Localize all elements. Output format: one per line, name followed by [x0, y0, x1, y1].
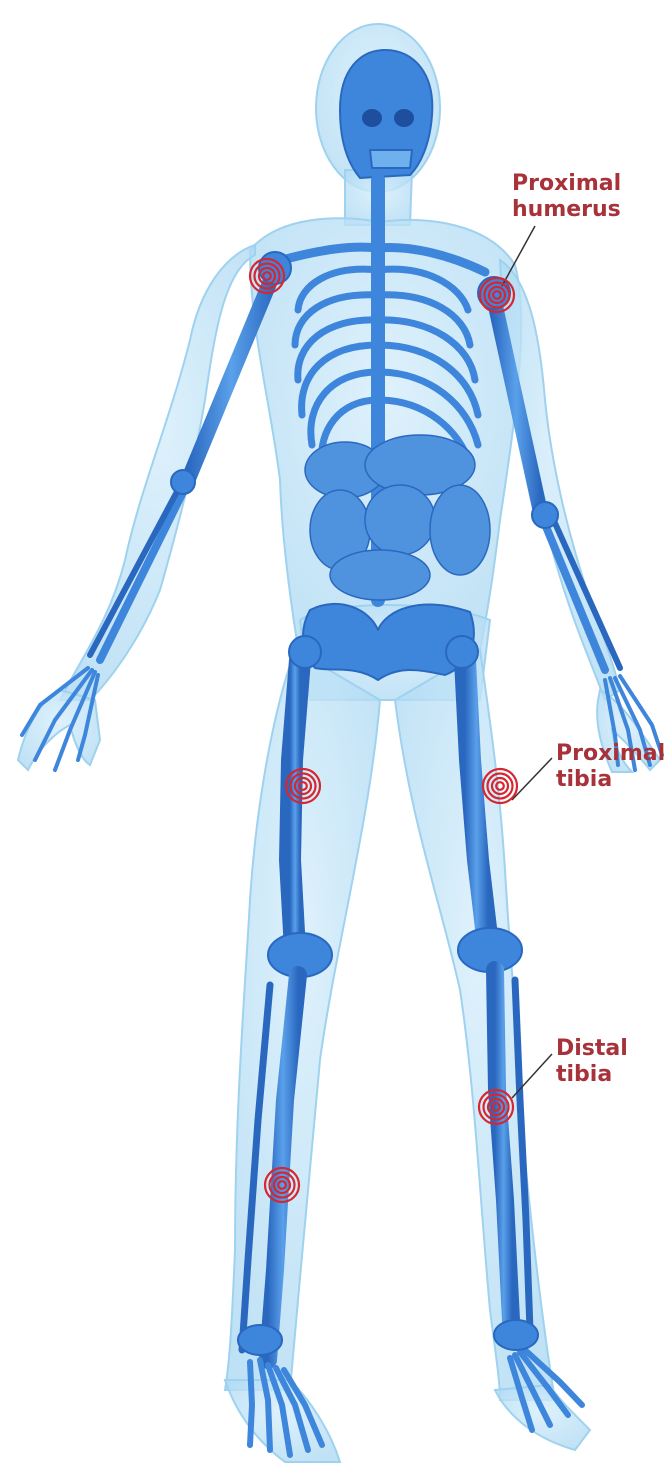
label-proximal-tibia-line2: tibia [556, 767, 665, 793]
label-proximal-humerus: Proximal humerus [512, 171, 621, 223]
left-knee-target-icon [483, 769, 517, 803]
label-distal-tibia-line2: tibia [556, 1062, 628, 1088]
label-proximal-humerus-line1: Proximal [512, 171, 621, 197]
pelvis [303, 604, 474, 680]
label-proximal-tibia-line1: Proximal [556, 741, 665, 767]
label-distal-tibia: Distal tibia [556, 1036, 628, 1088]
abdominal-organs [305, 435, 490, 600]
leader-line-proximal-tibia [512, 758, 552, 800]
label-proximal-humerus-line2: humerus [512, 197, 621, 223]
label-distal-tibia-line1: Distal [556, 1036, 628, 1062]
label-proximal-tibia: Proximal tibia [556, 741, 665, 793]
